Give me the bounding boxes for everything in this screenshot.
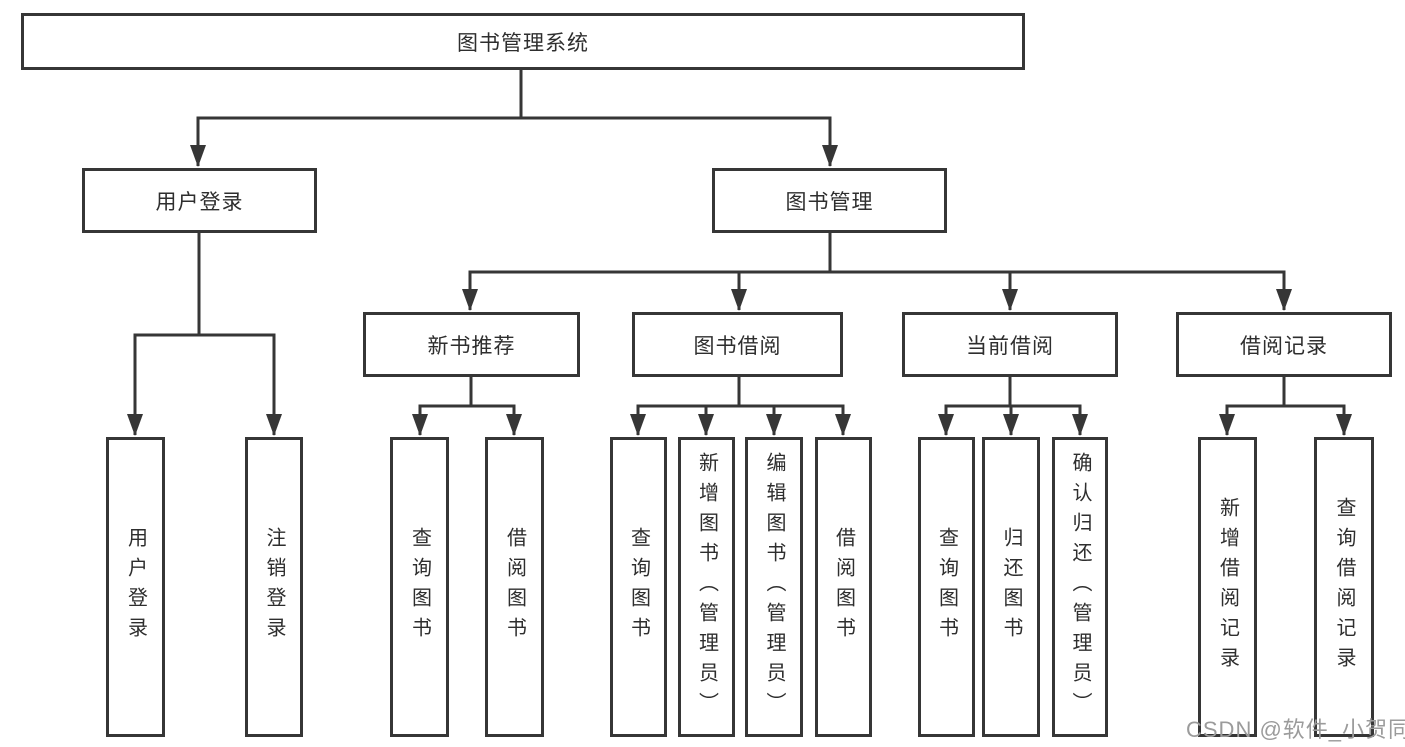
- leaf-box-return-books: 归还图书: [982, 437, 1040, 737]
- leaf-box-query-books-current: 查询图书: [918, 437, 975, 737]
- module-label: 新书推荐: [427, 334, 516, 358]
- tree-edges: [127, 70, 1352, 436]
- module-box-book-borrow: 图书借阅: [632, 312, 843, 377]
- leaf-box-query-books-recommend: 查询图书: [390, 437, 449, 737]
- module-label: 借阅记录: [1240, 334, 1328, 358]
- module-box-borrow-records: 借阅记录: [1176, 312, 1392, 377]
- module-box-new-book-recommend: 新书推荐: [363, 312, 580, 377]
- leaf-box-confirm-return-admin: 确认归还（管理员）: [1052, 437, 1108, 737]
- csdn-watermark: CSDN @软件_小贺同学: [1186, 717, 1405, 742]
- leaf-label: 编辑图书（管理员）: [763, 452, 785, 722]
- leaf-box-borrow-books-recommend: 借阅图书: [485, 437, 544, 737]
- leaf-box-query-borrow-record: 查询借阅记录: [1314, 437, 1374, 737]
- leaf-label: 借阅图书: [503, 527, 526, 647]
- leaf-box-edit-books-admin: 编辑图书（管理员）: [745, 437, 803, 737]
- leaf-box-logout: 注销登录: [245, 437, 303, 737]
- leaf-box-user-login: 用户登录: [106, 437, 165, 737]
- module-label: 图书借阅: [693, 334, 782, 358]
- leaf-label: 归还图书: [1000, 527, 1022, 647]
- leaf-label: 借阅图书: [832, 527, 855, 647]
- leaf-box-add-books-admin: 新增图书（管理员）: [678, 437, 735, 737]
- root-label: 图书管理系统: [457, 31, 589, 55]
- leaf-box-query-books-borrow: 查询图书: [610, 437, 667, 737]
- leaf-label: 查询图书: [408, 527, 431, 647]
- leaf-label: 确认归还（管理员）: [1069, 452, 1091, 722]
- leaf-label: 注销登录: [263, 527, 285, 647]
- module-label: 当前借阅: [966, 334, 1054, 358]
- branch-box-user-login: 用户登录: [82, 168, 317, 233]
- leaf-label: 新增图书（管理员）: [695, 452, 718, 722]
- leaf-label: 查询图书: [627, 527, 650, 647]
- branch-label: 图书管理: [785, 190, 874, 214]
- module-box-current-borrow: 当前借阅: [902, 312, 1118, 377]
- leaf-box-borrow-books: 借阅图书: [815, 437, 872, 737]
- branch-label: 用户登录: [155, 190, 244, 214]
- branch-box-book-management: 图书管理: [712, 168, 947, 233]
- leaf-label: 用户登录: [124, 527, 147, 647]
- root-box-system-title: 图书管理系统: [21, 13, 1025, 70]
- leaf-box-add-borrow-record: 新增借阅记录: [1198, 437, 1257, 737]
- leaf-label: 查询图书: [935, 527, 958, 647]
- leaf-label: 查询借阅记录: [1333, 497, 1355, 677]
- leaf-label: 新增借阅记录: [1216, 497, 1239, 677]
